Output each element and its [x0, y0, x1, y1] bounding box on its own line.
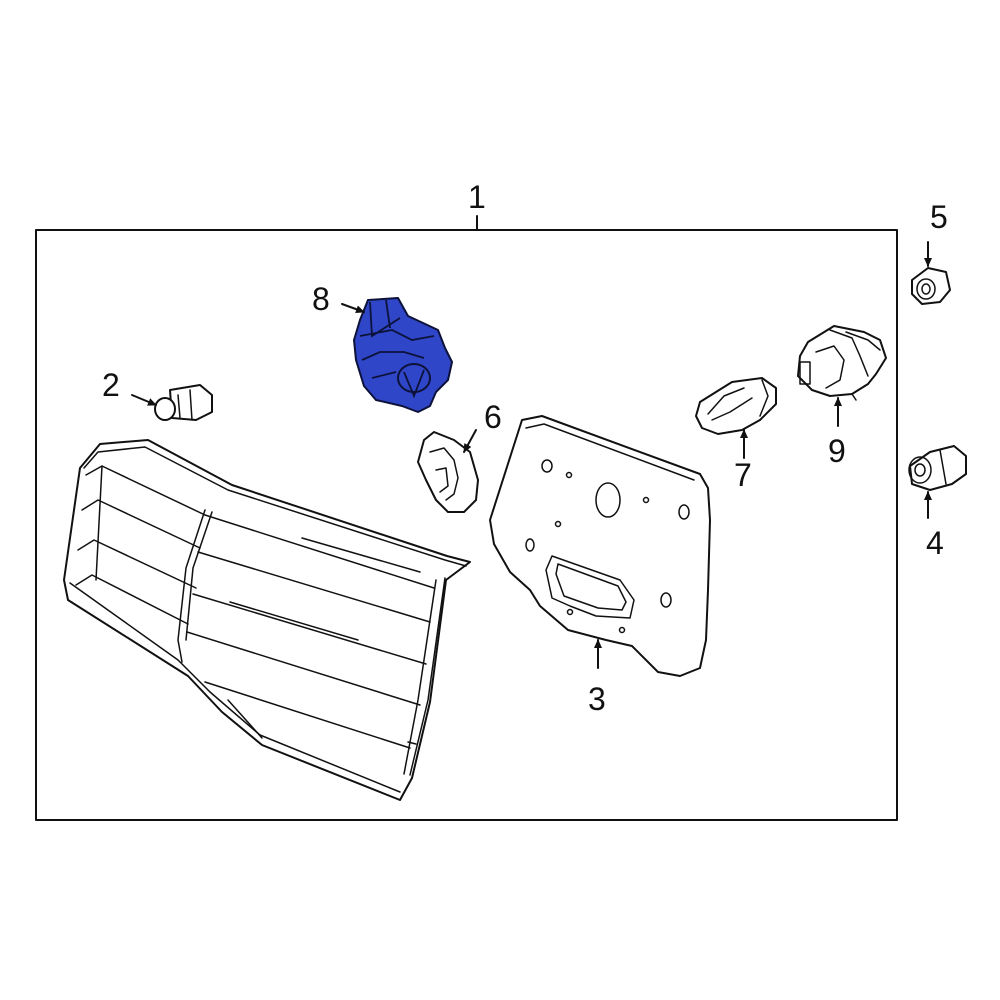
callout-3[interactable]: 3 — [588, 681, 606, 717]
callout-2[interactable]: 2 — [102, 367, 120, 403]
leader-8 — [341, 303, 365, 314]
bulb-7[interactable] — [695, 377, 777, 435]
bolt-2[interactable] — [154, 384, 213, 421]
clip-4[interactable] — [908, 445, 967, 491]
callout-9[interactable]: 9 — [828, 433, 846, 469]
socket-9[interactable] — [797, 325, 887, 401]
callout-4[interactable]: 4 — [926, 525, 944, 561]
assembly-frame — [35, 215, 898, 821]
socket-8[interactable] — [353, 297, 453, 413]
leader-6 — [463, 429, 477, 453]
callout-8[interactable]: 8 — [312, 281, 330, 317]
mounting-plate-3[interactable] — [489, 415, 711, 677]
callout-7[interactable]: 7 — [734, 457, 752, 493]
nut-5[interactable] — [911, 267, 951, 305]
callout-5[interactable]: 5 — [930, 199, 948, 235]
lamp-housing[interactable] — [63, 439, 471, 801]
leader-2 — [131, 394, 157, 406]
callout-6[interactable]: 6 — [484, 399, 502, 435]
callout-1[interactable]: 1 — [468, 179, 486, 215]
